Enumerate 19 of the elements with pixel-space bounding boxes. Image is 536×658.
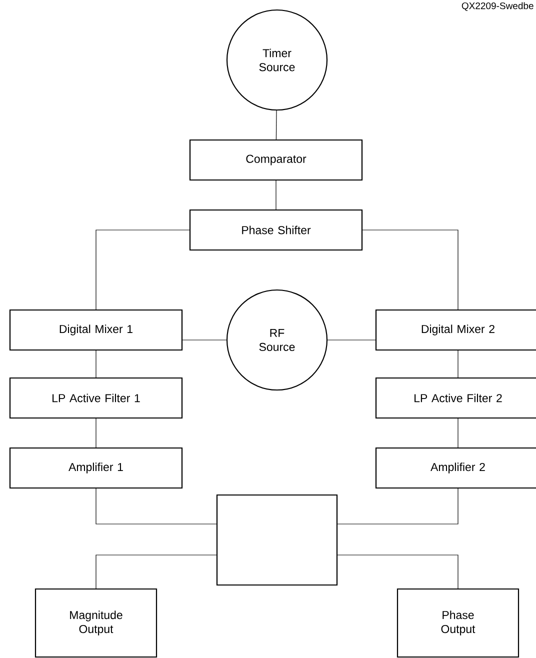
process-box: LP Active Filter 2	[375, 377, 536, 419]
process-box: LP Active Filter 1	[9, 377, 183, 419]
process-box: Comparator	[189, 139, 363, 181]
connector-line	[337, 554, 458, 589]
figure-id-label: QX2209-Swedbe	[462, 2, 534, 11]
process-box: Digital Mixer 2	[375, 309, 536, 351]
connector-line	[96, 230, 190, 310]
process-box: Magnitude Output	[34, 588, 158, 658]
process-box: Amplifier 1	[9, 447, 183, 489]
connector-line	[96, 488, 217, 524]
process-box: Phase Output	[396, 588, 520, 658]
connector-line	[96, 554, 217, 589]
process-box: Digital Mixer 1	[9, 309, 183, 351]
controller-box	[216, 494, 338, 586]
connector-line	[337, 488, 458, 524]
connector-line	[276, 110, 277, 140]
process-box: Phase Shifter	[189, 209, 363, 251]
connector-line	[362, 230, 458, 310]
process-box: Amplifier 2	[375, 447, 536, 489]
